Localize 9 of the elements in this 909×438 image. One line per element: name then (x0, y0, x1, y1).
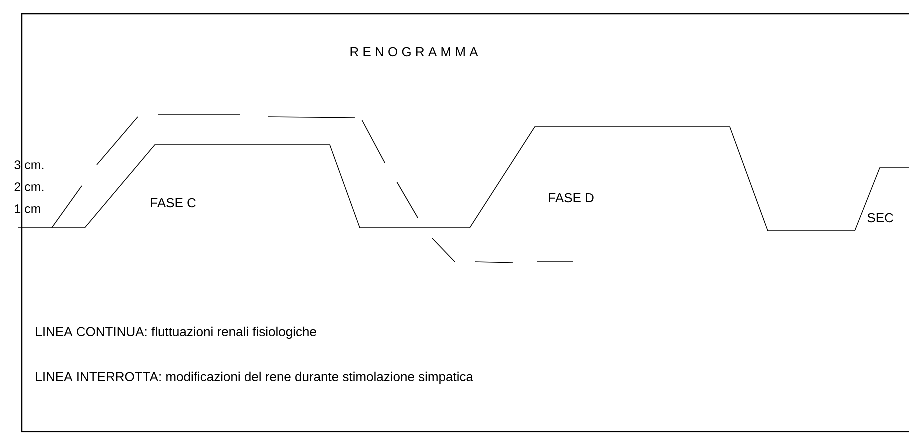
label: 1 cm (15, 204, 40, 214)
diagram-title: R E N O G R A M M A (350, 47, 478, 57)
label: 2 cm. (14, 182, 44, 192)
label: LINEA CONTINUA: fluttuazioni renali fisiologiche (36, 326, 316, 340)
label: 3 cm. (14, 160, 44, 170)
label: LINEA INTERROTTA: modificazioni del rene durante stimolazione simpatica (36, 372, 474, 384)
label: FASE D (549, 193, 594, 203)
label: FASE C (151, 198, 196, 208)
label: SEC (868, 213, 894, 223)
